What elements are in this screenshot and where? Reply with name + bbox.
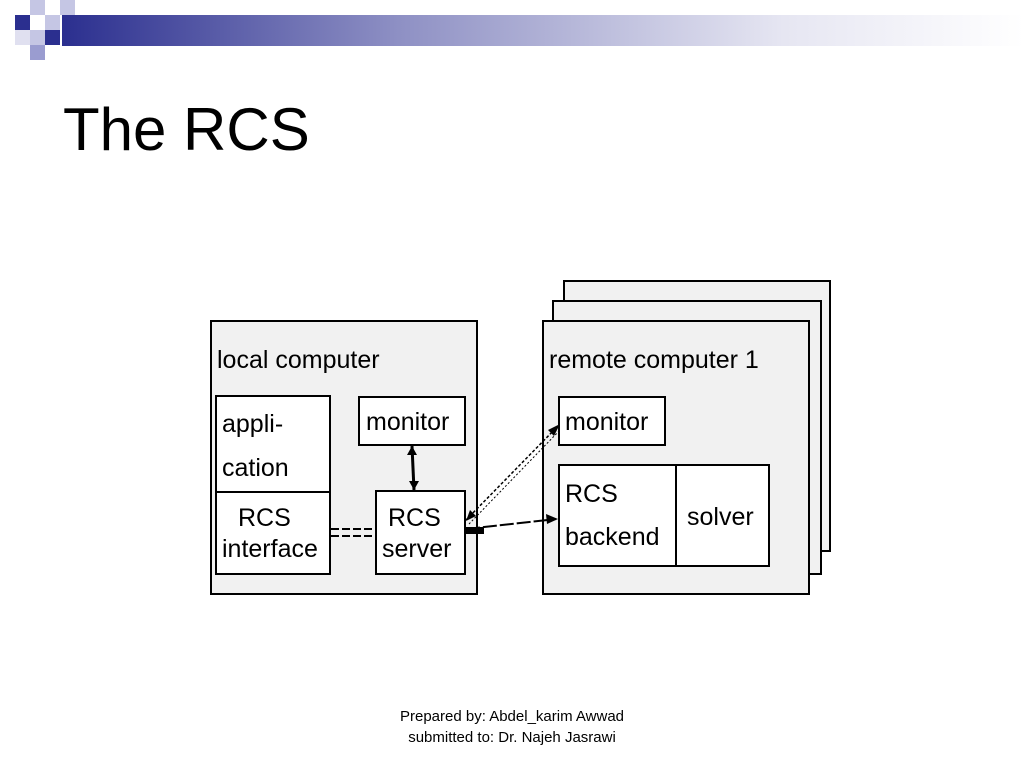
header-decoration <box>15 0 1024 60</box>
solver-box <box>675 464 770 567</box>
footer-submitted-to: submitted to: Dr. Najeh Jasrawi <box>408 729 616 746</box>
rcs-interface-box <box>215 491 331 575</box>
server-remote-monitor-connector-2 <box>468 429 561 525</box>
rcs-interface-label-line1: RCS <box>238 504 291 532</box>
monitor-server-arrowhead <box>407 446 417 455</box>
slide-title: The RCS <box>63 96 310 163</box>
footer-prepared-by: Prepared by: Abdel_karim Awwad <box>399 708 625 725</box>
rcs-backend-label-line2: backend <box>565 523 660 551</box>
server-remote-monitor-connector <box>465 425 559 521</box>
application-box <box>215 395 331 493</box>
footer-credits: Prepared by: Abdel_karim Awwad submitted… <box>362 706 662 748</box>
local-computer-label: local computer <box>217 346 380 374</box>
application-label-line2: cation <box>222 454 289 482</box>
rcs-server-label-line1: RCS <box>388 504 441 532</box>
rcs-server-label-line2: server <box>382 535 451 563</box>
local-monitor-box <box>358 396 466 446</box>
remote-monitor-label: monitor <box>565 408 648 436</box>
server-monitor-arrowhead <box>409 481 419 490</box>
backend-arrowhead <box>546 514 558 524</box>
server-arrowhead-upper <box>466 510 476 521</box>
rcs-backend-box <box>558 464 677 567</box>
rcs-server-box <box>375 490 466 575</box>
rcs-backend-label-line1: RCS <box>565 480 618 508</box>
server-backend-connector <box>465 518 557 530</box>
server-port-marker <box>466 527 484 534</box>
remote-monitor-box <box>558 396 666 446</box>
solver-label: solver <box>687 503 754 531</box>
rcs-interface-label-line2: interface <box>222 535 318 563</box>
local-monitor-label: monitor <box>366 408 449 436</box>
remote-monitor-arrowhead <box>548 424 560 436</box>
remote-computer-label: remote computer 1 <box>549 346 759 374</box>
application-label-line1: appli- <box>222 410 283 438</box>
